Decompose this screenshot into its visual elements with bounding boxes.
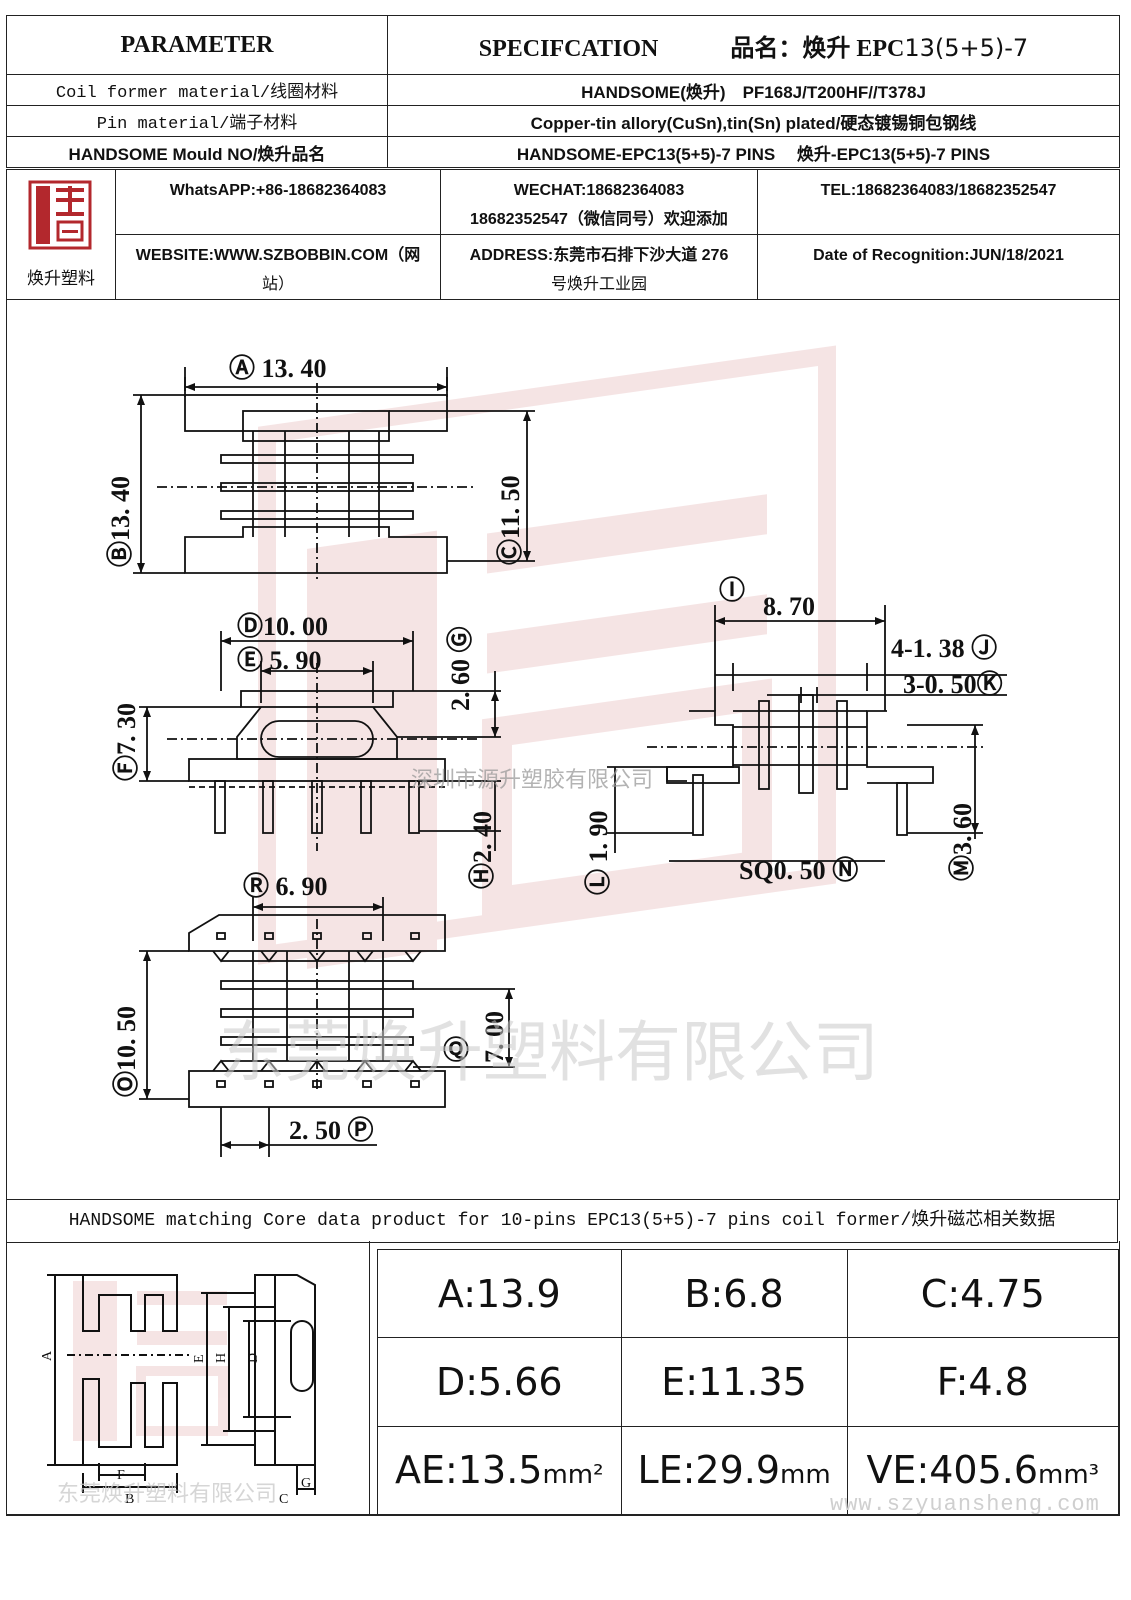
core-value-b: B:6.8 xyxy=(620,1248,848,1339)
core-value-ae: AE:13.5mm² xyxy=(377,1425,622,1516)
dim-l-label: Ⓛ 1. 90 xyxy=(583,810,613,895)
date-cell: Date of Recognition:JUN/18/2021 xyxy=(757,234,1120,300)
address-line1: ADDRESS:东莞市石排下沙大道 276 xyxy=(469,247,729,264)
mould-no-value: HANDSOME-EPC13(5+5)-7 PINS 焕升-EPC13(5+5)… xyxy=(387,136,1120,168)
dim-d-label: Ⓓ10. 00 xyxy=(237,611,328,641)
wechat-cell: WECHAT:18682364083 18682352547（微信同号）欢迎添加 xyxy=(440,169,758,235)
dim-n-label: SQ0. 50 Ⓝ xyxy=(739,855,858,885)
website-line2: 站） xyxy=(261,276,294,293)
product-name-model: 13(5+5)-7 xyxy=(904,33,1029,62)
dim-o-label: Ⓞ10. 50 xyxy=(111,1006,141,1097)
dim-j-label: 4-1. 38 Ⓙ xyxy=(891,633,997,663)
dim-a-label: Ⓐ 13. 40 xyxy=(229,353,327,383)
dim-f-label: Ⓕ7. 30 xyxy=(111,703,141,781)
website-line1: WEBSITE:WWW.SZBOBBIN.COM（网 xyxy=(135,247,421,264)
dim-h-label: Ⓗ2. 40 xyxy=(467,811,497,889)
core-label-b: B xyxy=(125,1492,134,1507)
coil-former-material-label: Coil former material/线圈材料 xyxy=(6,74,388,106)
website-cell: WEBSITE:WWW.SZBOBBIN.COM（网 站） xyxy=(115,234,441,300)
pin-material-label: Pin material/端子材料 xyxy=(6,105,388,137)
core-label-h: H xyxy=(214,1353,229,1363)
contact-table: 焕升塑料 WhatsAPP:+86-18682364083 WECHAT:186… xyxy=(6,169,1120,300)
core-image-watermark: 东莞焕升塑料有限公司 xyxy=(57,1481,277,1506)
core-values-table: A:13.9 B:6.8 C:4.75 D:5.66 E:11.35 F:4.8… xyxy=(377,1248,1120,1516)
dim-g-label: 2. 60 Ⓖ xyxy=(445,626,475,711)
wechat-line1: WECHAT:18682364083 xyxy=(513,182,685,199)
dim-c-label: Ⓒ11. 50 xyxy=(495,475,525,565)
specification-heading: SPECIFCATION 品名：焕升 EPC13(5+5)-7 xyxy=(387,15,1120,75)
core-label-c: C xyxy=(279,1492,288,1507)
dim-b-label: Ⓑ13. 40 xyxy=(105,476,135,567)
core-diagram-svg: A B C D E F G H 东莞焕升塑料有限公司 xyxy=(40,1274,316,1507)
tel-cell: TEL:18682364083/18682352547 xyxy=(757,169,1120,235)
logo-text: 焕升塑料 xyxy=(27,269,95,288)
core-data-title: HANDSOME matching Core data product for … xyxy=(6,1199,1118,1243)
dim-q-label: 7. 00 xyxy=(480,1011,509,1063)
core-value-ve: VE:405.6mm³ xyxy=(846,1425,1120,1516)
core-label-e: E xyxy=(192,1354,207,1363)
core-logo-watermark xyxy=(73,1281,228,1441)
address-cell: ADDRESS:东莞市石排下沙大道 276 号焕升工业园 xyxy=(440,234,758,300)
dim-r-label: Ⓡ 6. 90 xyxy=(243,871,328,901)
parameter-heading: PARAMETER xyxy=(6,15,388,75)
bottom-rule xyxy=(6,1514,1120,1515)
core-label-a: A xyxy=(40,1350,55,1361)
company-logo: 焕升塑料 xyxy=(6,169,116,300)
dim-i-circle: Ⓘ xyxy=(719,575,745,605)
dim-m-label: Ⓜ3. 60 xyxy=(947,803,977,881)
core-data-section: A B C D E F G H 东莞焕升塑料有限公司 A:13.9 B:6.8 … xyxy=(6,1241,1120,1516)
core-value-f: F:4.8 xyxy=(846,1337,1120,1427)
drawing-svg: Ⓐ 13. 40 Ⓑ13. 40 Ⓒ11. 50 Ⓓ10. 00 Ⓔ 5. 90… xyxy=(105,345,1007,1157)
dimension-arrows xyxy=(137,383,979,1149)
spec-sheet: PARAMETER SPECIFCATION 品名：焕升 EPC13(5+5)-… xyxy=(6,15,1120,1565)
whatsapp-cell: WhatsAPP:+86-18682364083 xyxy=(115,169,441,235)
dim-e-label: Ⓔ 5. 90 xyxy=(237,645,322,675)
dim-p-label: 2. 50 Ⓟ xyxy=(289,1115,374,1145)
address-line2: 号焕升工业园 xyxy=(550,276,647,293)
specification-label: SPECIFCATION xyxy=(478,35,659,62)
core-value-le: LE:29.9mm xyxy=(620,1425,848,1516)
core-value-a: A:13.9 xyxy=(377,1248,622,1339)
product-name-prefix: 品名：焕升 EPC xyxy=(730,35,905,62)
watermark-large: 东莞焕升塑料有限公司 xyxy=(219,1017,879,1090)
dim-i-label: 8. 70 xyxy=(763,592,815,621)
watermark-small: 深圳市源升塑胶有限公司 xyxy=(411,767,653,792)
core-label-d: D xyxy=(246,1353,261,1363)
wechat-line2: 18682352547（微信同号）欢迎添加 xyxy=(470,211,728,228)
url-watermark: www.szyuansheng.com xyxy=(830,1492,1100,1517)
coil-former-material-value: HANDSOME(焕升) PF168J/T200HF//T378J xyxy=(387,74,1120,106)
core-diagram: A B C D E F G H 东莞焕升塑料有限公司 xyxy=(7,1241,370,1515)
core-label-f: F xyxy=(117,1468,125,1483)
technical-drawing: Ⓐ 13. 40 Ⓑ13. 40 Ⓒ11. 50 Ⓓ10. 00 Ⓔ 5. 90… xyxy=(6,291,1120,1200)
pin-material-value: Copper-tin allory(CuSn),tin(Sn) plated/硬… xyxy=(387,105,1120,137)
parameter-table: PARAMETER SPECIFCATION 品名：焕升 EPC13(5+5)-… xyxy=(6,15,1120,168)
core-value-e: E:11.35 xyxy=(620,1337,848,1427)
mould-no-label: HANDSOME Mould NO/焕升品名 xyxy=(6,136,388,168)
dim-q-circle: Ⓠ xyxy=(443,1035,469,1065)
core-value-d: D:5.66 xyxy=(377,1337,622,1427)
logo-mark-icon xyxy=(28,180,92,250)
core-value-c: C:4.75 xyxy=(846,1248,1120,1339)
dim-k-label: 3-0. 50Ⓚ xyxy=(903,669,1003,699)
core-label-g: G xyxy=(301,1476,311,1491)
